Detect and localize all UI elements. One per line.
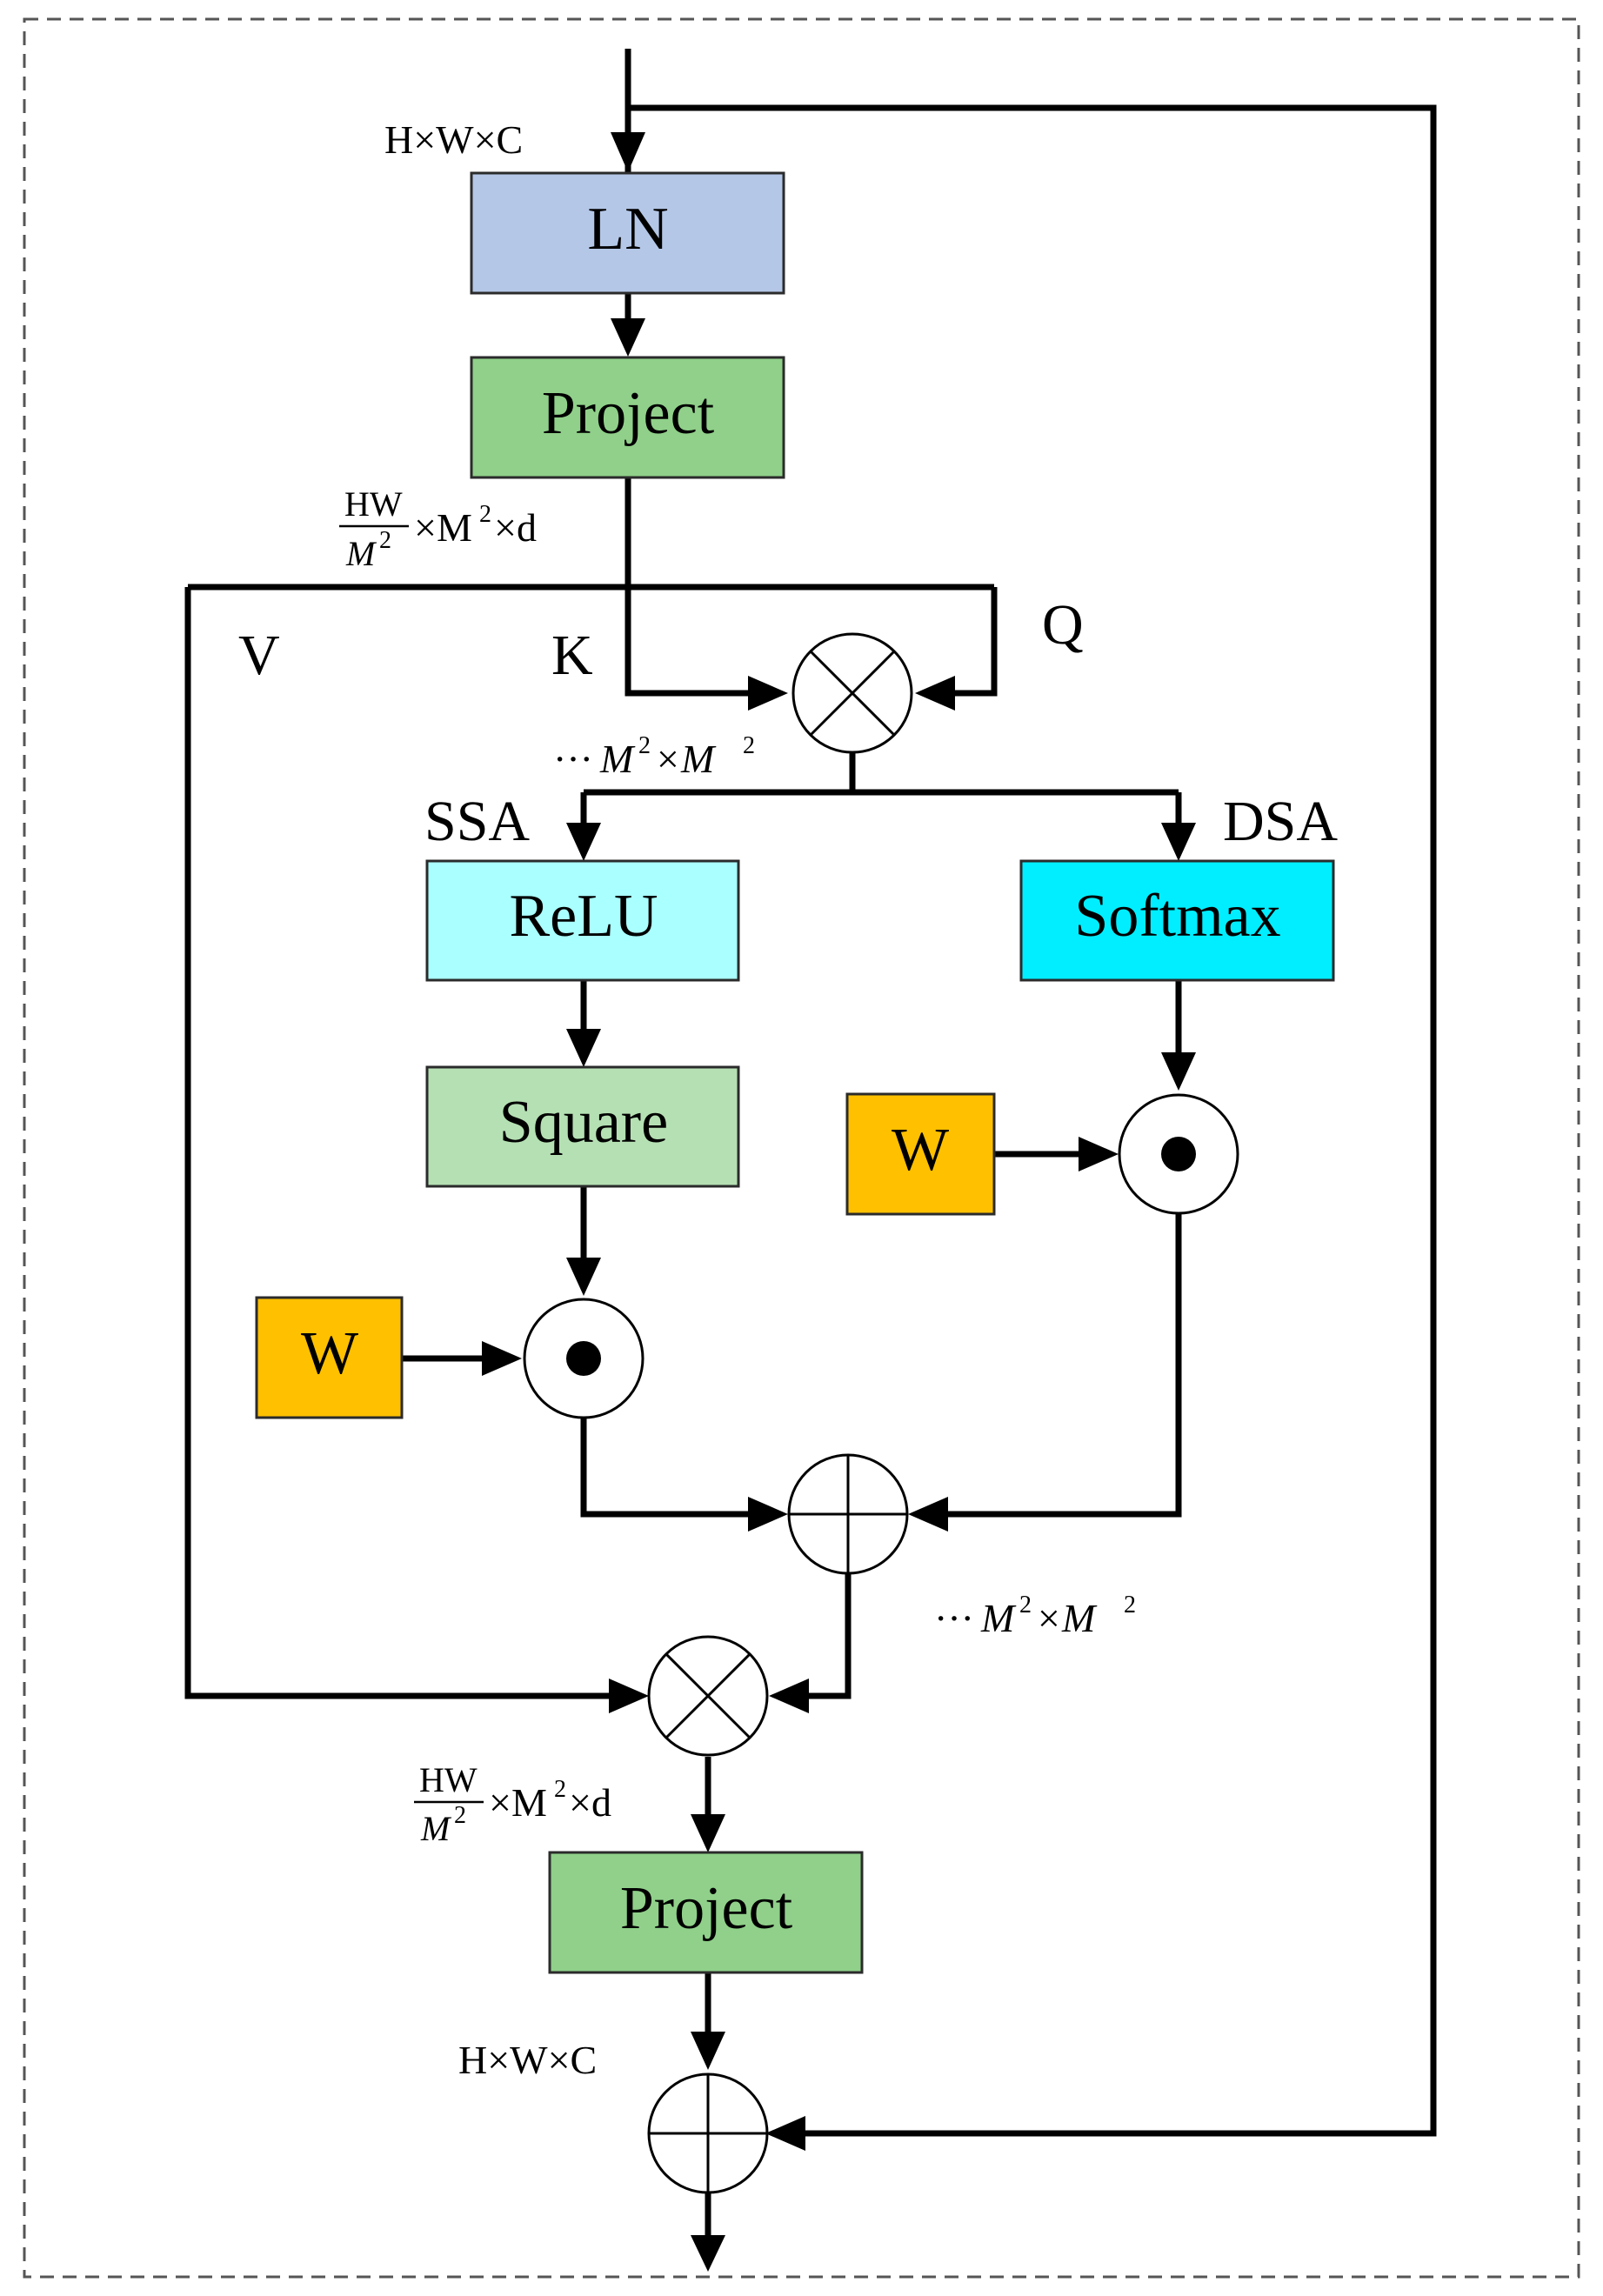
arrowhead — [691, 1814, 725, 1852]
arrowhead — [908, 1497, 948, 1532]
ssa-to-add-line — [580, 1418, 748, 1518]
project-top-label: Project — [542, 380, 715, 447]
svg-text:2: 2 — [479, 501, 491, 528]
svg-text:×M: ×M — [1035, 1596, 1098, 1640]
svg-text:M: M — [599, 737, 636, 781]
svg-text:···: ··· — [934, 1596, 974, 1640]
svg-text:M: M — [345, 534, 377, 573]
dsa-label: DSA — [1223, 790, 1338, 853]
svg-text:HW: HW — [344, 484, 403, 524]
arrowhead — [482, 1341, 522, 1376]
arrowhead — [566, 1029, 601, 1067]
arrowhead — [1161, 1052, 1196, 1091]
attn-map-dim-bottom: ··· M 2 ×M 2 — [934, 1592, 1136, 1640]
arrowhead — [611, 318, 645, 357]
svg-text:2: 2 — [554, 1776, 566, 1803]
arrowhead — [769, 1679, 809, 1713]
softmax-block: Softmax — [1019, 859, 1335, 982]
project-bottom-dim: HW M 2 ×M 2 ×d — [414, 1760, 611, 1848]
w-left-block: W — [255, 1296, 404, 1419]
project-bottom-label: Project — [620, 1875, 793, 1942]
matmul-v-icon — [647, 1635, 769, 1757]
arrowhead — [915, 676, 955, 711]
square-block: Square — [425, 1065, 740, 1188]
w-right-block: W — [845, 1092, 996, 1216]
arrowhead — [611, 132, 645, 172]
svg-text:2: 2 — [743, 732, 755, 759]
add-to-matmul-line — [809, 1574, 852, 1699]
arrowhead — [765, 2116, 805, 2151]
w-right-label: W — [892, 1117, 949, 1184]
svg-text:×M: ×M — [414, 505, 472, 550]
svg-text:2: 2 — [454, 1802, 466, 1829]
v-path-line — [184, 587, 609, 1699]
dashed-frame — [23, 17, 1580, 2279]
relu-label: ReLU — [509, 883, 658, 950]
attn-map-dim-top: ··· M 2 ×M 2 — [553, 732, 755, 781]
svg-text:×d: ×d — [494, 505, 537, 550]
k-path-line — [625, 587, 748, 697]
add-attention-icon — [787, 1453, 909, 1575]
arrowhead — [1079, 1137, 1119, 1171]
svg-text:2: 2 — [638, 732, 651, 759]
dsa-to-add-line — [948, 1213, 1182, 1518]
project-bottom-block: Project — [548, 1851, 864, 1974]
svg-text:HW: HW — [419, 1760, 478, 1799]
square-label: Square — [499, 1089, 668, 1156]
q-label: Q — [1042, 593, 1084, 657]
output-dim-label: H×W×C — [458, 2038, 597, 2082]
project-top-dim: HW M 2 ×M 2 ×d — [339, 484, 537, 573]
arrowhead — [748, 676, 788, 711]
v-label: V — [238, 624, 280, 687]
residual-add-icon — [647, 2072, 769, 2194]
ln-block: LN — [470, 171, 785, 295]
ln-label: LN — [587, 196, 668, 263]
svg-text:2: 2 — [1124, 1592, 1136, 1619]
output-arrowhead — [691, 2235, 725, 2272]
w-left-label: W — [301, 1320, 358, 1387]
arrowhead — [609, 1679, 649, 1713]
svg-text:M: M — [980, 1596, 1017, 1640]
arrowhead — [1161, 823, 1196, 861]
svg-text:···: ··· — [553, 737, 593, 781]
svg-text:×d: ×d — [569, 1780, 611, 1825]
ssa-label: SSA — [424, 790, 530, 853]
input-dim-label: H×W×C — [384, 117, 523, 162]
svg-text:2: 2 — [1019, 1592, 1032, 1619]
hadamard-left-icon — [523, 1298, 645, 1419]
arrowhead — [566, 823, 601, 861]
arrowhead — [748, 1497, 788, 1532]
k-label: K — [551, 624, 593, 687]
svg-text:2: 2 — [379, 527, 391, 554]
svg-text:M: M — [420, 1809, 452, 1848]
relu-block: ReLU — [425, 859, 740, 982]
svg-text:×M: ×M — [489, 1780, 547, 1825]
arrowhead — [566, 1258, 601, 1296]
project-top-block: Project — [470, 356, 785, 479]
q-path-line — [955, 587, 998, 697]
softmax-label: Softmax — [1074, 883, 1280, 950]
hadamard-right-icon — [1118, 1093, 1239, 1215]
matmul-qk-icon — [791, 632, 913, 754]
svg-text:×M: ×M — [654, 737, 717, 781]
residual-skip-line — [628, 104, 1437, 2137]
arrowhead — [691, 2032, 725, 2070]
